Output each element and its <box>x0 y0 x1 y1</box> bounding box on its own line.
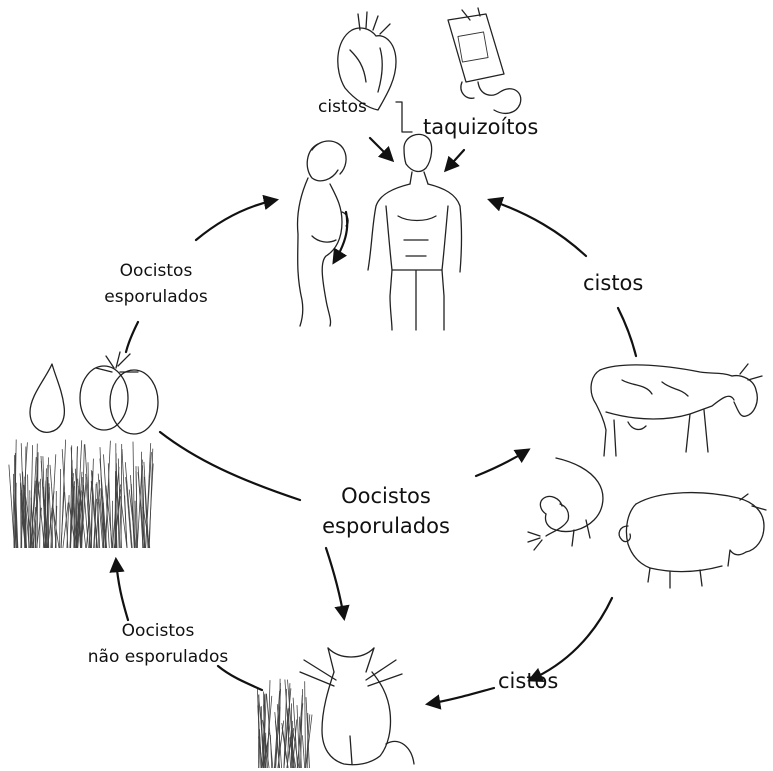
label-cistos-bottom: cistos <box>498 669 558 693</box>
label-line: Oocistos <box>120 261 193 281</box>
arc-cow-up <box>618 308 636 356</box>
label-cistos-top: cistos <box>318 97 367 117</box>
tomato-icon <box>80 352 158 434</box>
grass-icon <box>257 679 312 768</box>
label-oocistos-esporulados-left: Oocistos esporulados <box>104 261 208 307</box>
arrow-cistos-to-cat <box>428 688 494 704</box>
arrow-cow-to-humans <box>490 200 586 256</box>
pig-icon <box>619 493 766 588</box>
arrow-cistos-to-man <box>370 138 392 160</box>
label-oocistos-nao-esporulados: Oocistos não esporulados <box>88 621 229 667</box>
arrow-left-to-humans <box>196 200 276 240</box>
arrow-center-to-animals <box>476 450 528 476</box>
water-drop-icon <box>30 364 64 432</box>
arrow-pig-to-cat <box>530 598 612 680</box>
label-oocistos-esporulados-center: Oocistos esporulados <box>322 484 450 538</box>
bracket-line <box>396 102 412 132</box>
label-line: não esporulados <box>88 647 229 667</box>
label-line: Oocistos <box>122 621 195 641</box>
label-cistos-right: cistos <box>583 271 643 295</box>
label-line: esporulados <box>104 287 208 307</box>
label-line: Oocistos <box>341 484 431 508</box>
label-line: esporulados <box>322 514 450 538</box>
cat-icon <box>300 648 414 765</box>
label-taquizoitos: taquizoítos <box>423 115 538 139</box>
grass-icon <box>9 440 153 549</box>
mouse-icon <box>528 458 603 550</box>
heart-icon <box>338 12 396 110</box>
iv-blood-bag-icon <box>448 8 521 113</box>
arc-cat-to-grass <box>218 666 262 690</box>
arrow-taquizoitos-to-man <box>446 150 464 170</box>
man-icon <box>368 134 462 330</box>
cow-icon <box>591 364 762 456</box>
arc-left-to-tomato <box>126 322 138 352</box>
arrow-center-to-cat <box>326 548 344 618</box>
line-grass-to-center <box>160 432 300 500</box>
arrow-up-to-grass <box>116 560 128 620</box>
pregnant-woman-icon <box>297 141 348 326</box>
